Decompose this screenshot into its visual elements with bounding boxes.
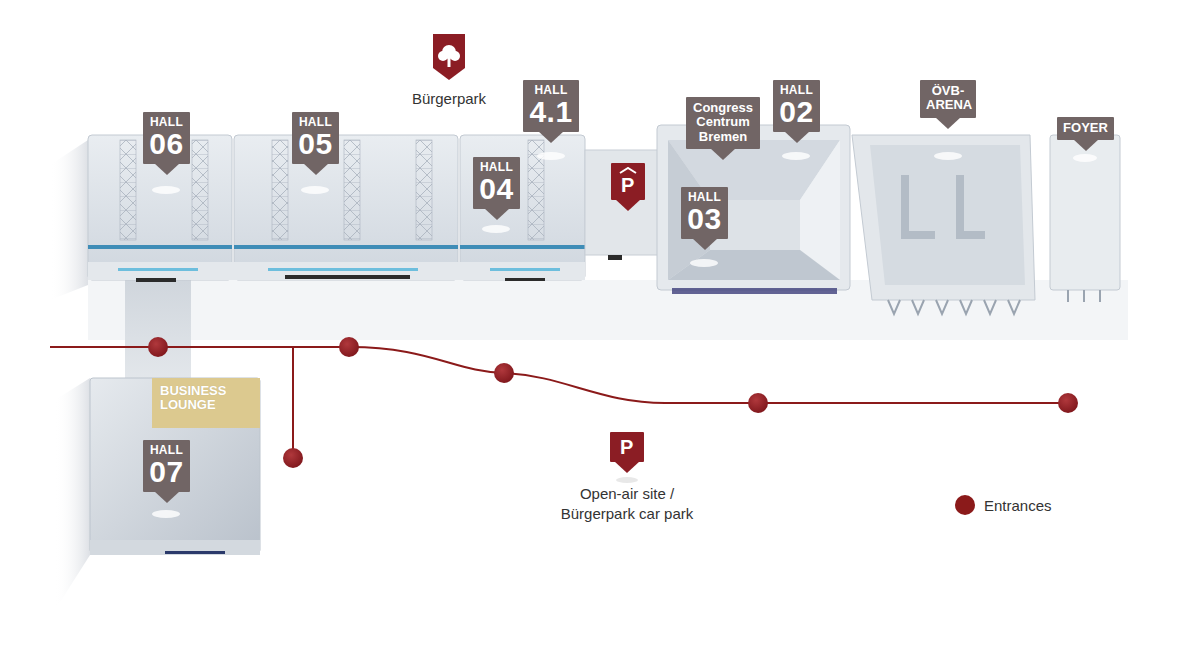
hall-marker: Congress Centrum Bremen: [686, 97, 760, 149]
marker-caption: HALL: [479, 161, 514, 173]
marker-caption: HALL: [149, 444, 184, 456]
marker-caption: HALL: [529, 84, 573, 96]
pin-tip: [303, 163, 329, 175]
pin-tip: [484, 208, 510, 220]
pin-tip: [1073, 139, 1099, 151]
marker-text: Congress Centrum Bremen: [692, 101, 754, 144]
marker-caption: HALL: [687, 191, 722, 203]
pin-tip: [692, 238, 718, 250]
pin-tip: [154, 163, 180, 175]
marker-text: 04: [479, 174, 514, 204]
marker-caption: HALL: [149, 116, 184, 128]
pin-tip: [614, 461, 640, 473]
hall-marker: ÖVB-ARENA: [920, 80, 976, 118]
hall-marker: P: [611, 163, 645, 200]
hall-marker: P: [610, 432, 644, 462]
hall-marker: HALL03: [681, 187, 728, 239]
marker-text: 07: [149, 457, 184, 487]
pin-tip: [615, 199, 641, 211]
pin-tip: [784, 131, 810, 143]
marker-text: 02: [779, 97, 814, 127]
pin-tip: [538, 131, 564, 143]
marker-text: ÖVB-ARENA: [926, 84, 970, 113]
marker-caption: HALL: [298, 116, 333, 128]
pin-tip: [154, 491, 180, 503]
marker-text: 4.1: [529, 97, 573, 127]
hall-marker: HALL07: [143, 440, 190, 492]
car-park-label: Open-air site / Bürgerpark car park: [543, 484, 711, 523]
roof-icon: [619, 167, 637, 174]
marker-caption: HALL: [779, 84, 814, 96]
hall-marker: HALL05: [292, 112, 339, 164]
hall-marker: HALL4.1: [523, 80, 579, 132]
hall-marker: HALL06: [143, 112, 190, 164]
marker-text: 06: [149, 129, 184, 159]
hall-marker: HALL02: [773, 80, 820, 132]
marker-text: P: [617, 175, 639, 195]
hall-marker: FOYER: [1057, 117, 1114, 140]
hall-marker: HALL04: [473, 157, 520, 209]
marker-text: 03: [687, 204, 722, 234]
legend-row: Entrances: [955, 495, 1052, 515]
marker-text: FOYER: [1063, 121, 1108, 135]
pin-tip: [935, 117, 961, 129]
legend-swatch: [955, 495, 975, 515]
marker-text: P: [616, 437, 638, 457]
park-label: Bürgerpark: [389, 89, 509, 109]
lounge-band: BUSINESS LOUNGE: [152, 378, 260, 428]
marker-text: 05: [298, 129, 333, 159]
legend-text: Entrances: [984, 497, 1052, 514]
marker-text: BUSINESS LOUNGE: [160, 384, 252, 413]
pin-tip: [710, 148, 736, 160]
